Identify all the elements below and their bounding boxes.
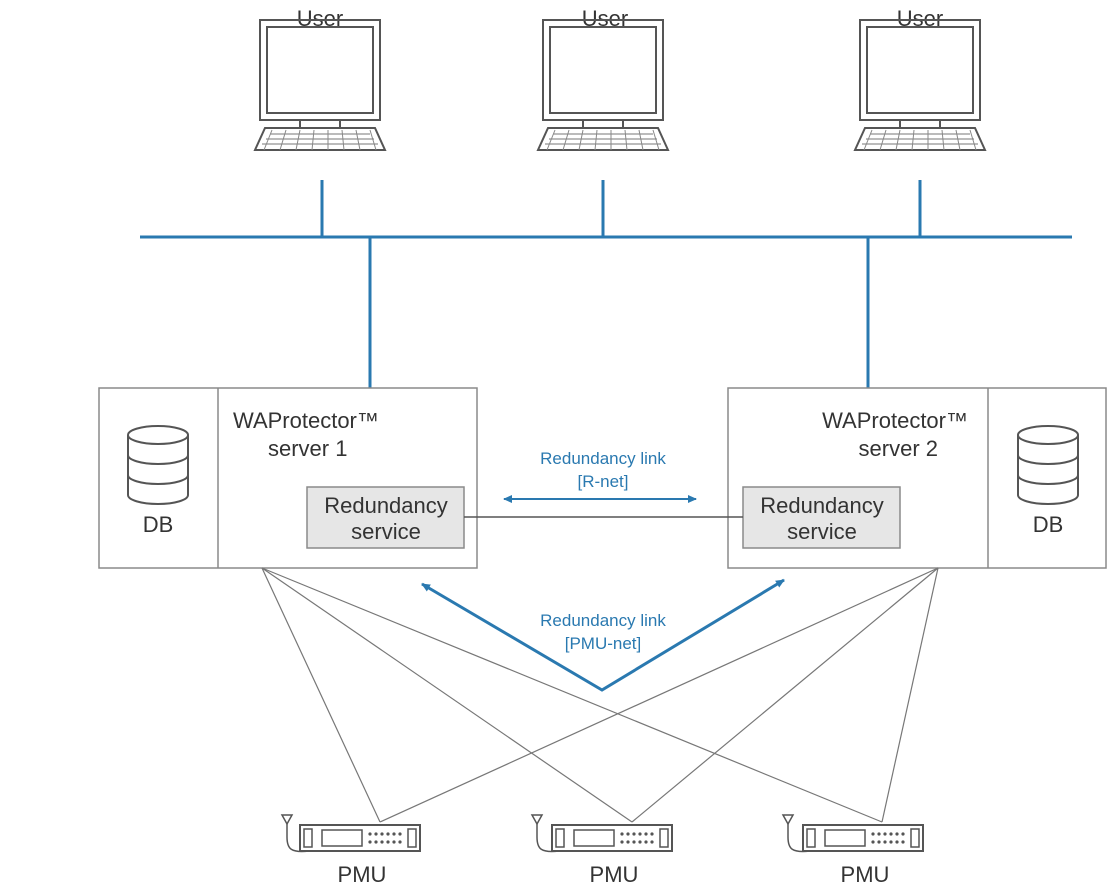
server-name-line2: server 1 <box>268 436 347 461</box>
service-line1: Redundancy <box>324 493 448 518</box>
computer-icon <box>854 19 986 151</box>
r-net-label-line2: [R-net] <box>577 472 628 491</box>
computer-icon <box>254 19 386 151</box>
pmu-device-icon <box>299 824 421 852</box>
service-line1: Redundancy <box>760 493 884 518</box>
pmu-net-label-line1: Redundancy link <box>540 611 666 630</box>
db-label: DB <box>1033 512 1064 537</box>
pmu-label-2: PMU <box>590 862 639 887</box>
computer-icon <box>537 19 669 151</box>
database-icon <box>127 425 189 505</box>
server-name-line1: WAProtector™ <box>233 408 379 433</box>
pmu-net-arrow <box>421 578 785 692</box>
db-label: DB <box>143 512 174 537</box>
pmu-device-icon <box>802 824 924 852</box>
database-icon <box>1017 425 1079 505</box>
server-name-line2: server 2 <box>859 436 938 461</box>
network-bus <box>140 180 1072 388</box>
server-name-line1: WAProtector™ <box>822 408 968 433</box>
r-net-label-line1: Redundancy link <box>540 449 666 468</box>
service-line2: service <box>351 519 421 544</box>
pmu-label-1: PMU <box>338 862 387 887</box>
service-line2: service <box>787 519 857 544</box>
server-2: DB WAProtector™ server 2 Redundancy serv… <box>727 387 1107 569</box>
redundancy-service-box <box>742 486 901 549</box>
pmu-connections <box>261 567 939 823</box>
server-1: DB WAProtector™ server 1 Redundancy serv… <box>98 387 478 569</box>
pmu-label-3: PMU <box>841 862 890 887</box>
pmu-device-icon <box>551 824 673 852</box>
redundancy-service-box <box>306 486 465 549</box>
pmu-net-label-line2: [PMU-net] <box>565 634 642 653</box>
